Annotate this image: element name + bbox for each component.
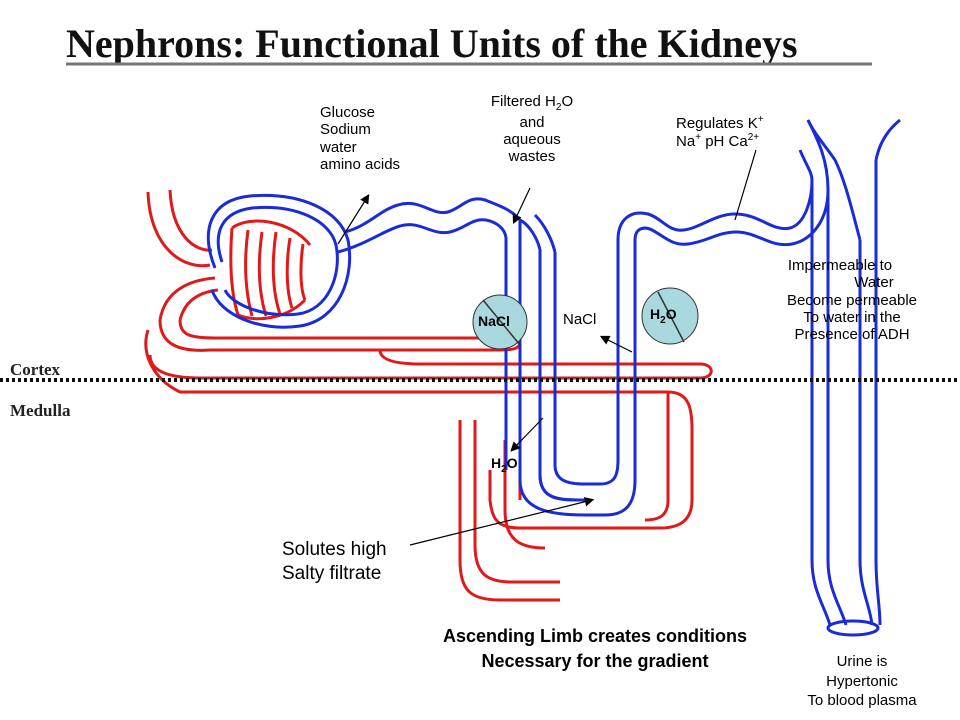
h2o-bubble-label: H2O	[650, 306, 677, 326]
glucose-arrow	[337, 193, 370, 245]
regulates-label: Regulates K+ Na+ pH Ca2+	[676, 114, 764, 151]
reabsorbed-item: water	[320, 138, 357, 156]
solutes-arrow	[409, 497, 595, 546]
reabsorbed-list: Glucose Sodium water amino acids	[320, 104, 400, 173]
annotation-arrows	[337, 149, 757, 546]
adh-permeability-label: Impermeable to Water Become permeable To…	[786, 257, 918, 343]
bowmans-capsule-inner	[216, 205, 339, 317]
ascending-caption: Ascending Limb creates conditions Necess…	[442, 626, 748, 672]
urine-label: Urine is Hypertonic To blood plasma	[807, 653, 917, 709]
glomerulus	[229, 219, 312, 321]
afferent-arteriole-inner	[168, 189, 213, 252]
reabsorbed-item: Sodium	[320, 121, 371, 139]
medulla-label: Medulla	[10, 401, 71, 420]
afferent-arteriole-outer	[146, 191, 211, 268]
diagram-title: Nephrons: Functional Units of the Kidney…	[66, 21, 798, 66]
cortex-label: Cortex	[10, 360, 61, 379]
filtered-arrow	[512, 187, 531, 225]
nacl-bubble	[472, 294, 528, 350]
bowmans-capsule-outer	[206, 193, 352, 329]
nacl-arrow	[599, 335, 633, 353]
proximal-tubule-outer	[344, 197, 522, 370]
solutes-label: Solutes high Salty filtrate	[282, 539, 387, 584]
efferent-arteriole-outer	[158, 276, 216, 321]
reabsorbed-item: amino acids	[320, 155, 401, 173]
h2o-medulla-label: H2O	[491, 455, 518, 475]
distal-tubule-outer	[616, 179, 814, 241]
nacl-bubble-label: NaCl	[478, 313, 510, 329]
regulates-pointer	[734, 149, 757, 221]
collecting-duct-opening	[826, 619, 880, 637]
renal-tubule	[206, 118, 901, 637]
nacl-label: NaCl	[563, 311, 597, 328]
reabsorbed-item: Glucose	[320, 104, 376, 121]
filtered-label: Filtered H2O and aqueous wastes	[490, 93, 574, 165]
collecting-duct-right	[858, 240, 874, 626]
collecting-duct-left	[810, 180, 832, 626]
h2o-arrow	[510, 417, 544, 452]
